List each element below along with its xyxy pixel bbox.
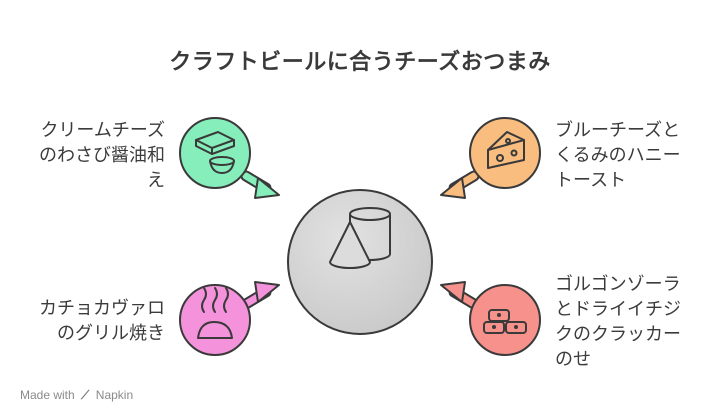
napkin-logo-icon: ⟋ (81, 388, 90, 402)
label-line: ブルーチーズと (555, 120, 681, 141)
label-line: くるみのハニー (555, 145, 681, 166)
arrow-bottom-right (440, 281, 480, 310)
label-gorgonzola-crackers: ゴルゴンゾーラ とドライイチジ クのクラッカー のせ (555, 272, 681, 372)
label-cream-cheese-wasabi: クリームチーズ のわさび醤油和 え (39, 118, 165, 193)
node-top-right (469, 117, 541, 189)
label-line: クのクラッカー (555, 324, 681, 345)
arrow-top-right (440, 170, 480, 199)
arrow-bottom-left (240, 281, 280, 310)
cheese-and-bowl-icon (195, 131, 235, 174)
label-line: とドライイチジ (555, 299, 681, 320)
label-line: トースト (555, 170, 627, 191)
cone-and-cylinder-icon (329, 207, 391, 269)
arrow-top-left (240, 170, 280, 199)
label-line: クリームチーズ (40, 120, 165, 141)
cheese-wedge-icon (487, 131, 525, 169)
grilled-cheese-heat-icon (197, 287, 233, 339)
crackers-icon (483, 309, 527, 334)
label-line: ゴルゴンゾーラ (555, 274, 681, 295)
label-line: のせ (555, 349, 591, 370)
node-bottom-left (179, 284, 251, 356)
label-caciocavallo-grill: カチョカヴァロ のグリル焼き (39, 296, 165, 346)
footer-attribution[interactable]: Made with ⟋ Napkin (20, 388, 133, 403)
label-line: え (147, 170, 165, 191)
footer-prefix: Made with (20, 388, 75, 402)
label-blue-cheese-toast: ブルーチーズと くるみのハニー トースト (555, 118, 681, 193)
label-line: のグリル焼き (57, 323, 165, 344)
node-bottom-right (469, 284, 541, 356)
page-title: クラフトビールに合うチーズおつまみ (169, 50, 551, 75)
label-line: カチョカヴァロ (39, 298, 165, 319)
node-top-left (179, 117, 251, 189)
footer-brand: Napkin (95, 388, 134, 402)
label-line: のわさび醤油和 (39, 145, 165, 166)
center-node (287, 189, 433, 335)
